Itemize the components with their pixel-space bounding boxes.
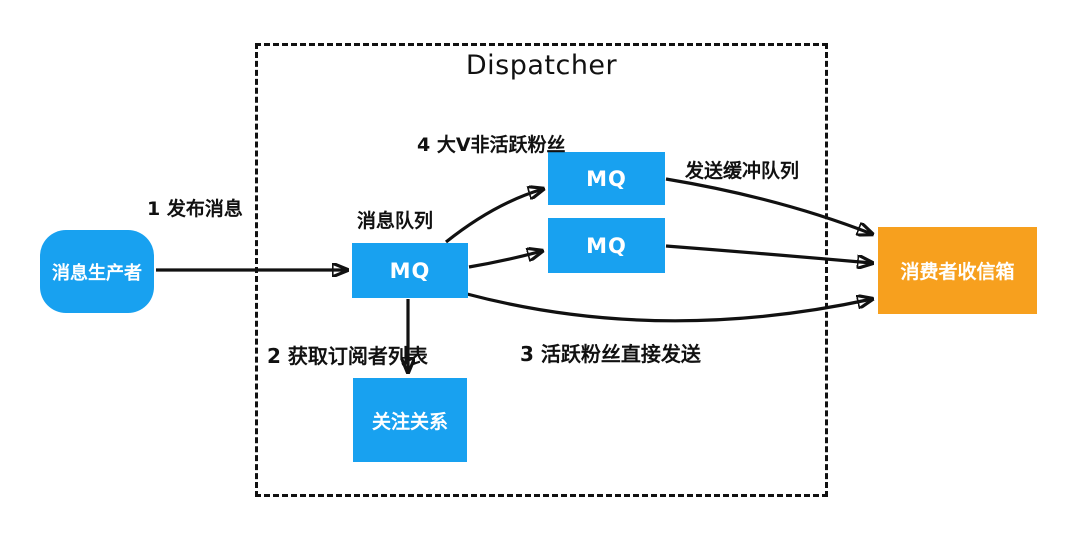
main-mq-node: MQ bbox=[352, 243, 468, 298]
follow-relation-node: 关注关系 bbox=[353, 378, 467, 462]
consumer-inbox-node: 消费者收信箱 bbox=[878, 227, 1037, 314]
main-mq-caption: 消息队列 bbox=[357, 210, 434, 232]
follow-relation-label: 关注关系 bbox=[371, 410, 448, 433]
dispatcher-title: Dispatcher bbox=[465, 50, 618, 81]
edge-label-active-fans: 3 活跃粉丝直接发送 bbox=[520, 342, 701, 366]
buffer-mq-mid-node: MQ bbox=[548, 218, 665, 273]
buffer-mq-top-label: MQ bbox=[586, 166, 627, 191]
producer-label: 消息生产者 bbox=[52, 262, 142, 284]
producer-node: 消息生产者 bbox=[40, 230, 154, 313]
edge-label-inactive-fans: 4 大V非活跃粉丝 bbox=[417, 134, 566, 156]
edge-label-buffer-queue: 发送缓冲队列 bbox=[685, 160, 800, 182]
buffer-mq-top-node: MQ bbox=[548, 152, 665, 205]
dispatcher-container bbox=[255, 43, 828, 497]
buffer-mq-mid-label: MQ bbox=[586, 233, 627, 258]
edge-label-get-subscribers: 2 获取订阅者列表 bbox=[267, 344, 428, 368]
consumer-inbox-label: 消费者收信箱 bbox=[900, 261, 1015, 283]
main-mq-label: MQ bbox=[389, 258, 431, 283]
edge-label-publish: 1 发布消息 bbox=[147, 198, 243, 220]
